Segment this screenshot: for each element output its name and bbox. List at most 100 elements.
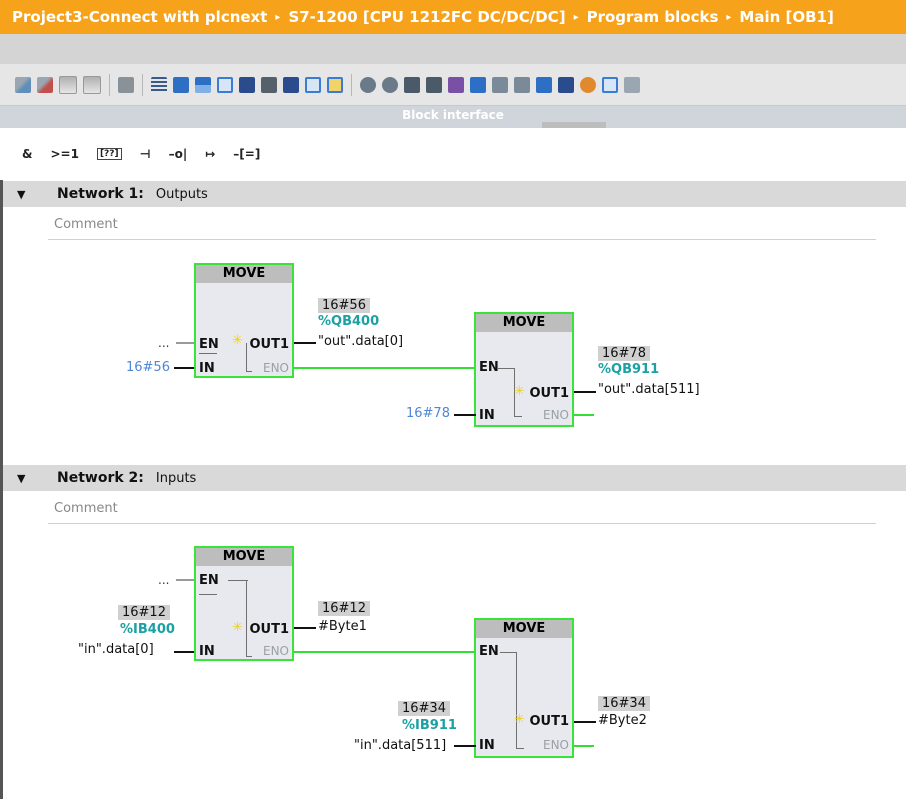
symbol-icon[interactable] [261, 76, 277, 93]
out-tag[interactable]: "out".data[511] [598, 382, 700, 397]
compare-icon[interactable] [448, 76, 464, 93]
breadcrumb-folder[interactable]: Program blocks [586, 8, 719, 26]
and-button[interactable]: & [22, 147, 33, 161]
spark-icon: ✳ [232, 620, 243, 635]
watch-icon[interactable] [558, 76, 574, 93]
network-comment[interactable]: Comment [48, 214, 876, 240]
collapse-icon[interactable]: ▼ [17, 187, 26, 201]
network-subtitle[interactable]: Inputs [155, 470, 197, 486]
lad-palette: & >=1 [??] ⊣ –o| ↦ –[=] [0, 128, 906, 180]
move-block[interactable]: MOVE EN IN OUT1 ENO ✳ [194, 546, 294, 661]
block-line [246, 656, 252, 657]
network-comment[interactable]: Comment [48, 498, 876, 524]
in-address: %IB400 [120, 622, 175, 637]
block-line [199, 594, 217, 595]
out-wire [574, 721, 596, 723]
editor-tab-strip [0, 34, 906, 64]
network-subtitle[interactable]: Outputs [155, 186, 208, 202]
block-line [246, 580, 247, 656]
open-all-icon[interactable] [151, 76, 167, 93]
out-tag[interactable]: #Byte2 [598, 713, 647, 728]
out-monitor-value: 16#34 [598, 696, 650, 711]
in-constant[interactable]: 16#56 [126, 360, 170, 375]
en-wire [176, 342, 196, 344]
network-2-header[interactable]: ▼ Network 2: Inputs [3, 465, 906, 491]
jump-icon[interactable] [382, 76, 398, 93]
spark-icon: ✳ [514, 712, 525, 727]
empty-box-button[interactable]: [??] [96, 148, 122, 160]
en-input-placeholder[interactable]: ... [158, 336, 170, 350]
out1-pin: OUT1 [529, 386, 569, 401]
rename-icon[interactable] [404, 76, 420, 93]
assignment-button[interactable]: –[=] [233, 147, 261, 161]
block-line [516, 748, 524, 749]
out-tag[interactable]: #Byte1 [318, 619, 367, 634]
or-button[interactable]: >=1 [50, 147, 79, 161]
out-tag[interactable]: "out".data[0] [318, 334, 404, 349]
in-tag[interactable]: "in".data[0] [78, 642, 154, 657]
open-branch-button[interactable]: ↦ [205, 147, 216, 161]
en-wire [176, 579, 196, 581]
monitor-off-icon[interactable] [37, 76, 53, 93]
list-icon[interactable] [305, 76, 321, 93]
out-wire [574, 391, 596, 393]
favorites-icon[interactable] [283, 76, 299, 93]
in-wire [174, 367, 196, 369]
toggle-icon[interactable] [195, 76, 211, 93]
breadcrumb-project[interactable]: Project3-Connect with plcnext [12, 8, 268, 26]
block-interface-bar[interactable]: Block interface [0, 106, 906, 129]
go-left-icon[interactable] [514, 76, 530, 93]
breadcrumb: Project3-Connect with plcnext ▸ S7-1200 … [0, 0, 906, 34]
fav-select-icon[interactable] [327, 76, 343, 93]
insert-network-icon[interactable] [59, 75, 77, 94]
en-pin: EN [199, 573, 219, 588]
unindent-icon[interactable] [492, 76, 508, 93]
move-block[interactable]: MOVE EN IN OUT1 ENO ✳ [194, 263, 294, 378]
breadcrumb-block[interactable]: Main [OB1] [739, 8, 834, 26]
go-right-icon[interactable] [536, 76, 552, 93]
move-block[interactable]: MOVE EN IN OUT1 ENO ✳ [474, 312, 574, 427]
nc-contact-button[interactable]: –o| [168, 147, 188, 161]
splitter-handle[interactable] [542, 122, 606, 129]
db-icon[interactable] [118, 76, 134, 93]
block-line [246, 371, 252, 372]
editor-toolbar [0, 64, 906, 106]
more-icon[interactable] [624, 76, 640, 93]
en-input-placeholder[interactable]: ... [158, 573, 170, 587]
in-constant[interactable]: 16#78 [406, 406, 450, 421]
out1-pin: OUT1 [249, 622, 289, 637]
block-line [199, 353, 217, 354]
eno-to-en-wire [294, 651, 476, 653]
block-line [228, 580, 248, 581]
eno-pin: ENO [262, 361, 289, 375]
block-line [516, 652, 517, 748]
eno-wire [574, 745, 594, 747]
network-1-header[interactable]: ▼ Network 1: Outputs [3, 181, 906, 207]
comment-icon[interactable] [217, 76, 233, 93]
in-pin: IN [199, 644, 215, 659]
snapshot-icon[interactable] [602, 76, 618, 93]
block-line [246, 343, 247, 371]
block-name: MOVE [196, 548, 292, 566]
absolute-operands-icon[interactable] [239, 76, 255, 93]
in-tag[interactable]: "in".data[511] [354, 738, 447, 753]
eno-pin: ENO [542, 738, 569, 752]
indent-icon[interactable] [470, 76, 486, 93]
toolbar-divider [351, 73, 352, 96]
delete-network-icon[interactable] [83, 75, 101, 94]
breadcrumb-device[interactable]: S7-1200 [CPU 1212FC DC/DC/DC] [288, 8, 566, 26]
block-name: MOVE [476, 314, 572, 332]
view-icon[interactable] [426, 76, 442, 93]
close-all-icon[interactable] [173, 76, 189, 93]
tags-icon[interactable] [580, 76, 596, 93]
no-contact-button[interactable]: ⊣ [139, 147, 151, 161]
goto-icon[interactable] [360, 76, 376, 93]
in-address: %IB911 [402, 718, 457, 733]
in-monitor-value: 16#12 [118, 605, 170, 620]
monitor-icon[interactable] [15, 76, 31, 93]
spark-icon: ✳ [514, 384, 525, 399]
breadcrumb-separator-icon: ▸ [573, 11, 579, 23]
collapse-icon[interactable]: ▼ [17, 471, 26, 485]
move-block[interactable]: MOVE EN IN OUT1 ENO ✳ [474, 618, 574, 758]
block-interface-label: Block interface [402, 108, 504, 122]
